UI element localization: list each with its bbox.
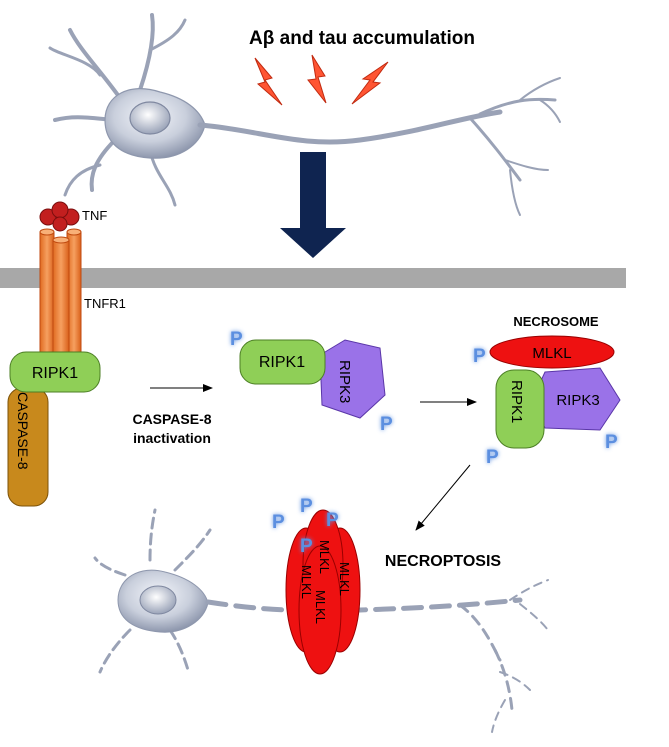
mlkl-pore-cluster: MLKL MLKL MLKL MLKL xyxy=(285,509,361,675)
phospho-icon: P xyxy=(230,329,243,350)
stress-lightning-icons xyxy=(254,54,389,106)
phospho-icon: P xyxy=(486,447,499,468)
phospho-icon: P xyxy=(326,510,339,531)
ripk1-protein-necrosome: RIPK1 xyxy=(495,369,545,449)
page-title: Aβ and tau accumulation xyxy=(249,28,475,49)
lightning-icon xyxy=(254,57,283,106)
arrow-to-necroptosis xyxy=(415,464,471,531)
ripk1-label: RIPK1 xyxy=(259,354,305,371)
lightning-icon xyxy=(307,54,327,104)
necrosome-label: NECROSOME xyxy=(513,314,599,329)
phospho-icon: P xyxy=(272,512,285,533)
tnfr1-receptor xyxy=(39,228,82,356)
ripk1-protein-left: RIPK1 xyxy=(9,351,101,393)
necroptosis-label: NECROPTOSIS xyxy=(385,553,502,570)
phospho-icon: P xyxy=(300,496,313,517)
phospho-icon: P xyxy=(473,346,486,367)
ripk3-protein-middle: RIPK3 xyxy=(319,339,386,419)
cell-membrane xyxy=(0,268,626,288)
healthy-neuron-icon xyxy=(48,13,561,216)
tnfr1-label: TNFR1 xyxy=(84,296,126,311)
ripk3-label: RIPK3 xyxy=(556,392,599,409)
ripk3-protein-necrosome: RIPK3 xyxy=(531,367,621,431)
mlkl-label: MLKL xyxy=(337,562,352,596)
mlkl-label: MLKL xyxy=(299,565,314,599)
dying-neuron-icon xyxy=(93,508,549,733)
phospho-icon: P xyxy=(605,432,618,453)
tnf-label: TNF xyxy=(82,208,107,223)
lightning-icon xyxy=(351,61,389,105)
caspase8-protein: CASPASE-8 xyxy=(7,387,49,507)
ripk1-label: RIPK1 xyxy=(508,380,525,423)
mlkl-label: MLKL xyxy=(317,540,332,574)
phospho-icon: P xyxy=(300,536,313,557)
caspase8-label: CASPASE-8 xyxy=(15,392,31,470)
caspase8-inactivation-line1: CASPASE-8 xyxy=(132,411,211,427)
tnf-ligand xyxy=(39,201,80,232)
ripk1-label: RIPK1 xyxy=(32,365,78,382)
mlkl-label: MLKL xyxy=(532,345,571,362)
ripk1-protein-middle: RIPK1 xyxy=(239,339,326,385)
mlkl-label: MLKL xyxy=(313,590,328,624)
ripk3-label: RIPK3 xyxy=(336,360,353,403)
mlkl-protein-necrosome: MLKL xyxy=(489,335,615,369)
caspase8-inactivation-line2: inactivation xyxy=(133,430,211,446)
phospho-icon: P xyxy=(380,414,393,435)
down-arrow-icon xyxy=(280,152,346,258)
